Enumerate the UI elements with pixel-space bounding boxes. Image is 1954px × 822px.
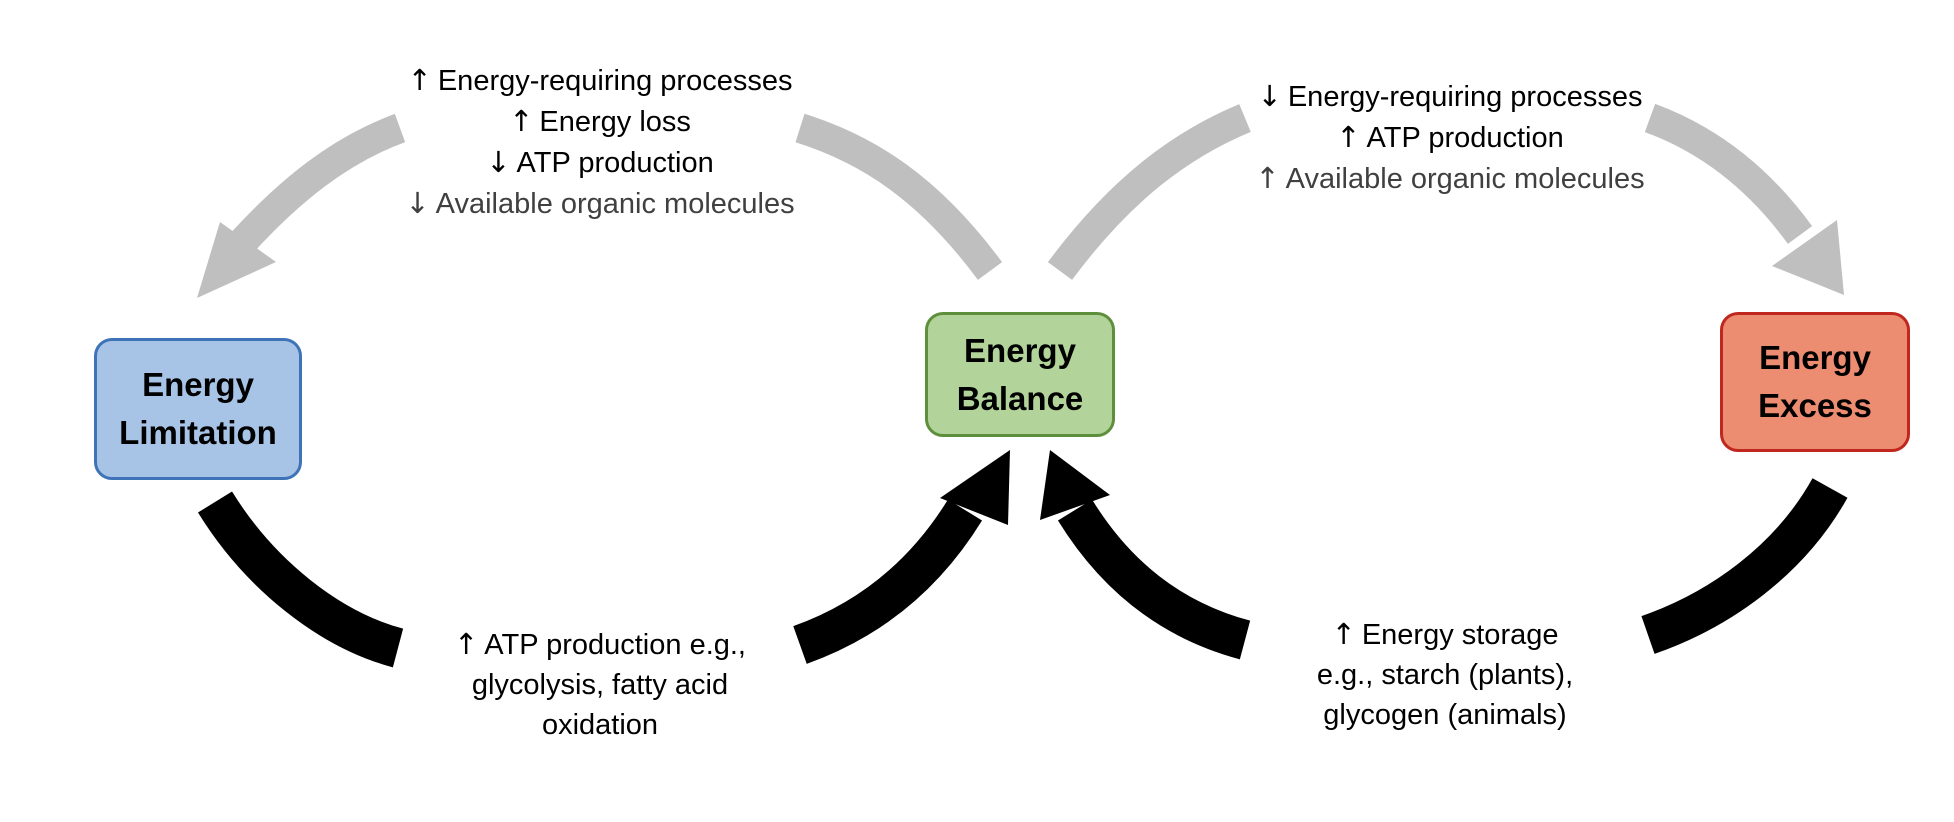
label-line: ↑ATP production: [1336, 120, 1564, 154]
label-line: ↓Available organic molecules: [405, 186, 795, 220]
node-energy-balance: Energy Balance: [925, 312, 1115, 437]
node-energy-excess: Energy Excess: [1720, 312, 1910, 452]
down-arrow-icon: ↓: [1257, 79, 1282, 113]
label-excess-to-balance: ↑Energy storage e.g., starch (plants), g…: [1255, 614, 1635, 735]
up-arrow-icon: ↑: [1331, 617, 1356, 651]
label-limitation-to-balance: ↑ATP production e.g., glycolysis, fatty …: [410, 624, 790, 745]
label-line: glycolysis, fatty acid: [471, 669, 729, 701]
up-arrow-icon: ↑: [453, 627, 479, 661]
node-energy-limitation-label: Energy Limitation: [119, 366, 277, 451]
up-arrow-icon: ↑: [509, 104, 534, 138]
label-line: ↓ATP production: [486, 145, 714, 179]
label-line: ↑Energy-requiring processes: [407, 63, 793, 97]
label-line: glycogen (animals): [1323, 699, 1567, 731]
label-line: ↑ATP production e.g.,: [453, 627, 746, 661]
label-line: ↑Energy storage: [1331, 617, 1559, 651]
arrow-balance-to-limitation-head: [197, 222, 276, 298]
arrow-balance-to-excess-tail: [1644, 103, 1813, 244]
node-energy-limitation: Energy Limitation: [94, 338, 302, 480]
up-arrow-icon: ↑: [1336, 120, 1361, 154]
label-line: ↓Energy-requiring processes: [1257, 79, 1643, 113]
up-arrow-icon: ↑: [407, 63, 432, 97]
arrow-limitation-to-balance-tail: [793, 499, 983, 664]
node-energy-excess-label: Energy Excess: [1758, 339, 1872, 424]
arrow-balance-to-excess: [1047, 104, 1251, 280]
label-line: ↑Available organic molecules: [1255, 161, 1645, 195]
node-energy-balance-label: Energy Balance: [956, 331, 1084, 417]
arrow-excess-to-balance: [1641, 478, 1848, 654]
label-line: e.g., starch (plants),: [1316, 659, 1574, 691]
arrow-balance-to-excess-head: [1772, 220, 1844, 295]
label-line: ↑Energy loss: [509, 104, 691, 138]
down-arrow-icon: ↓: [405, 186, 430, 220]
down-arrow-icon: ↓: [486, 145, 511, 179]
label-line: oxidation: [541, 709, 659, 741]
arrow-limitation-to-balance: [197, 491, 404, 668]
arrow-balance-to-limitation: [795, 113, 1003, 280]
arrow-balance-to-limitation-tail: [228, 113, 406, 256]
label-balance-to-limitation: ↑Energy-requiring processes ↑Energy loss…: [365, 60, 835, 224]
label-balance-to-excess: ↓Energy-requiring processes ↑ATP product…: [1215, 76, 1685, 199]
up-arrow-icon: ↑: [1255, 161, 1280, 195]
arrow-excess-to-balance-tail: [1057, 499, 1251, 660]
arrow-excess-to-balance-head: [1040, 450, 1110, 520]
arrow-limitation-to-balance-head: [940, 450, 1010, 525]
